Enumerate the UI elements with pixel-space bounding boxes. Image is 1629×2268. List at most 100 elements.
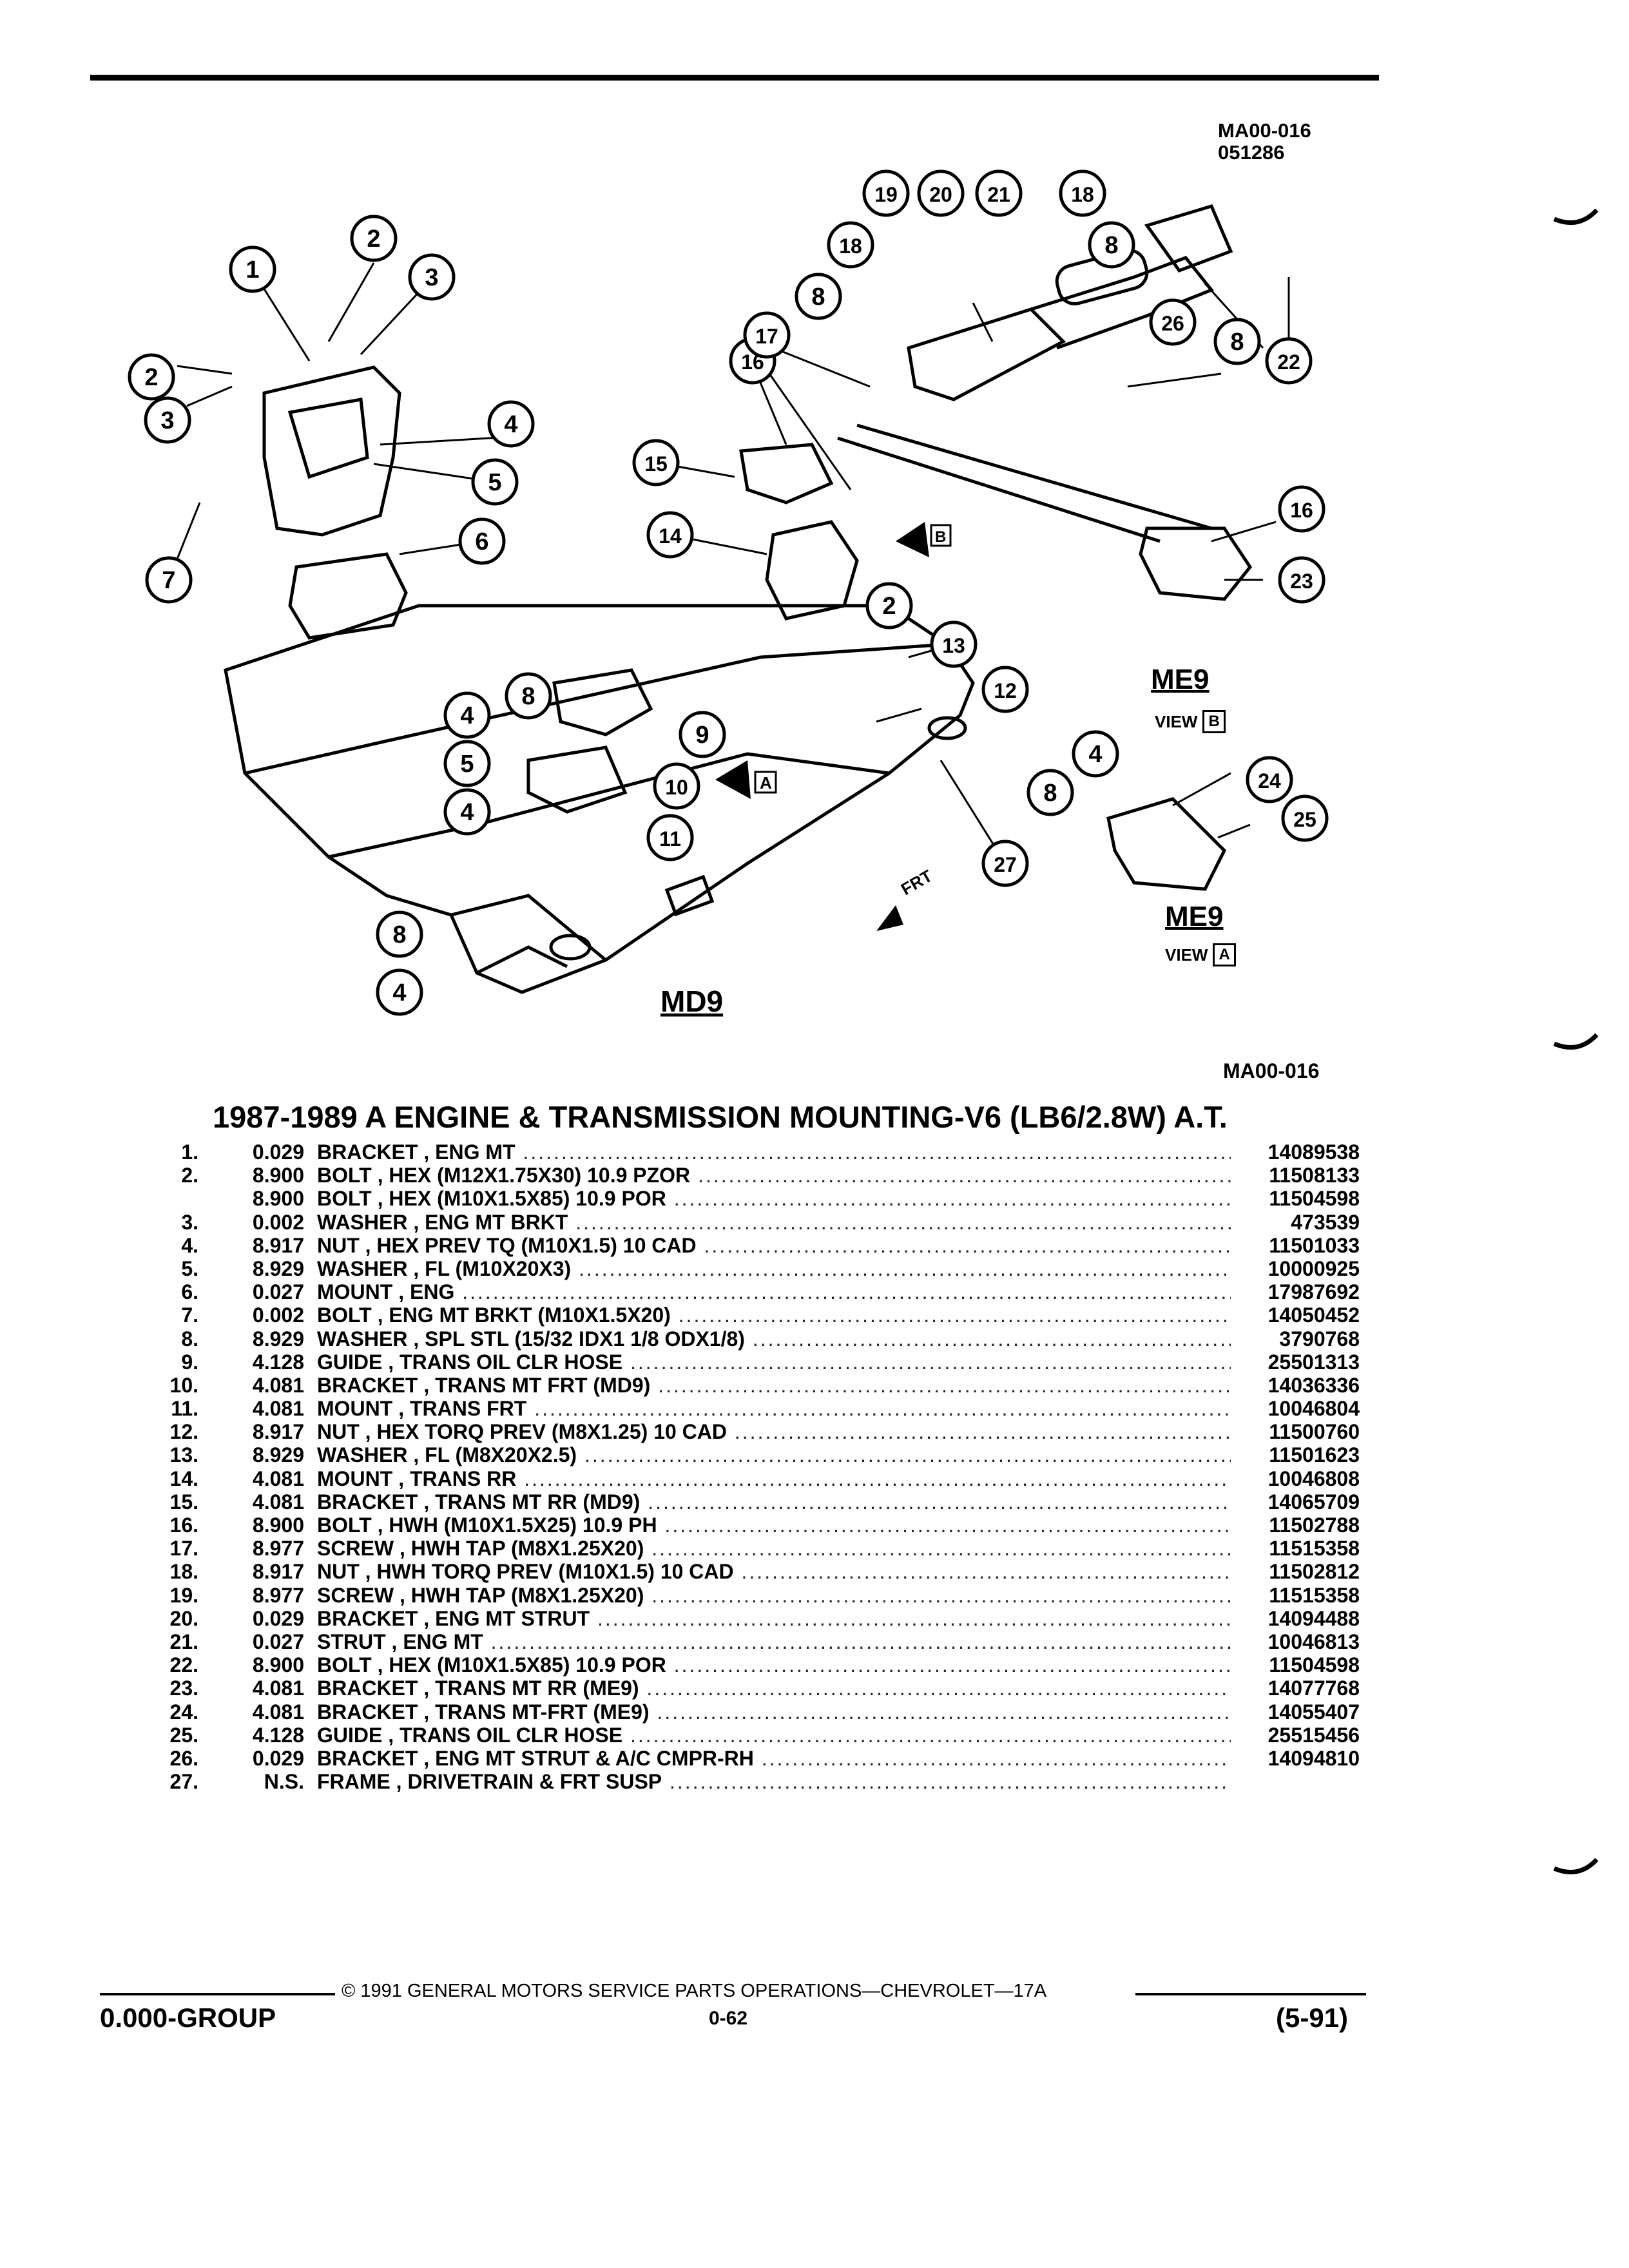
me9-view-b-label: ME9 (1151, 664, 1210, 695)
group-number: 8.917 (252, 1420, 304, 1444)
callout-18: 18 (1059, 169, 1106, 217)
view-b-marker: B (896, 522, 952, 557)
svg-text:A: A (760, 773, 772, 793)
part-description: GUIDE , TRANS OIL CLR HOSE (317, 1350, 1231, 1374)
item-number: 11. (171, 1397, 198, 1421)
callout-18: 18 (827, 221, 874, 269)
engine-mount (288, 552, 408, 640)
illustration-number: 051286 (1218, 141, 1285, 164)
svg-text:5: 5 (488, 469, 501, 496)
part-number: 14065709 (1268, 1490, 1360, 1514)
group-number: 0.027 (252, 1629, 304, 1653)
margin-mark (1553, 1858, 1598, 1875)
parts-row: 27.N.S.FRAME , DRIVETRAIN & FRT SUSP (161, 1770, 1360, 1793)
callout-10: 10 (653, 762, 700, 810)
group-number: 0.027 (252, 1280, 304, 1304)
callout-8: 8 (376, 910, 423, 958)
footer-group: 0.000-GROUP (100, 2003, 276, 2033)
part-description: WASHER , FL (M10X20X3) (317, 1257, 1231, 1281)
trans-front-mount (526, 745, 628, 814)
group-number: N.S. (264, 1770, 304, 1794)
part-number: 10000925 (1268, 1256, 1360, 1280)
callout-8: 8 (1088, 221, 1135, 269)
part-description: BRACKET , TRANS MT RR (ME9) (317, 1677, 1231, 1700)
svg-text:7: 7 (162, 567, 175, 594)
callout-4: 4 (376, 968, 423, 1016)
me9-view-a-label: ME9 (1165, 901, 1224, 932)
md9-label: MD9 (660, 985, 723, 1018)
group-number: 4.081 (252, 1373, 304, 1397)
svg-text:26: 26 (1161, 312, 1184, 335)
part-description: MOUNT , TRANS FRT (317, 1397, 1231, 1421)
top-rule (90, 75, 1379, 81)
svg-text:18: 18 (839, 235, 862, 258)
callout-16: 16 (1278, 485, 1325, 533)
part-description: WASHER , FL (M8X20X2.5) (317, 1443, 1231, 1467)
svg-text:6: 6 (475, 528, 488, 555)
part-number: 11508133 (1269, 1164, 1360, 1187)
callout-2: 2 (865, 582, 913, 629)
part-number: 17987692 (1268, 1280, 1360, 1304)
callout-27: 27 (981, 840, 1029, 887)
item-number: 8. (181, 1327, 198, 1350)
callout-17: 17 (743, 311, 791, 359)
item-number: 12. (169, 1420, 198, 1444)
item-number: 10. (169, 1373, 198, 1397)
group-number: 4.081 (252, 1490, 304, 1514)
part-number: 11504598 (1269, 1653, 1360, 1677)
svg-text:17: 17 (755, 325, 778, 348)
svg-text:8: 8 (811, 284, 825, 311)
group-number: 4.128 (252, 1350, 304, 1374)
svg-text:4: 4 (504, 411, 517, 438)
svg-text:21: 21 (987, 183, 1010, 206)
svg-text:2: 2 (882, 593, 896, 620)
group-number: 4.128 (252, 1723, 304, 1747)
frt-label: FRT (898, 866, 936, 899)
footer-rule-left (100, 1993, 335, 1995)
svg-text:12: 12 (994, 679, 1017, 702)
part-number: 473539 (1291, 1210, 1360, 1234)
callout-21: 21 (975, 169, 1023, 217)
group-number: 0.029 (252, 1746, 304, 1770)
illustration-code-block: MA00-016 051286 (1218, 120, 1311, 164)
item-number: 23. (169, 1677, 198, 1700)
footer-date: (5-91) (1276, 2003, 1349, 2033)
item-number: 3. (181, 1210, 198, 1234)
callout-26: 26 (1149, 298, 1197, 346)
group-number: 4.081 (252, 1397, 304, 1421)
part-description: BRACKET , TRANS MT-FRT (ME9) (317, 1700, 1231, 1724)
part-description: SCREW , HWH TAP (M8X1.25X20) (317, 1537, 1231, 1561)
callout-8: 8 (1027, 769, 1074, 816)
callout-4: 4 (1072, 730, 1119, 778)
view-a-marker: A (715, 760, 777, 799)
callout-14: 14 (646, 511, 694, 559)
part-number: 3790768 (1279, 1327, 1360, 1350)
group-number: 8.929 (252, 1443, 304, 1467)
svg-text:19: 19 (874, 183, 898, 206)
callout-3: 3 (408, 253, 456, 301)
part-description: NUT , HWH TORQ PREV (M10X1.5) 10 CAD (317, 1560, 1231, 1584)
callout-20: 20 (917, 169, 965, 217)
part-description: SCREW , HWH TAP (M8X1.25X20) (317, 1584, 1231, 1608)
svg-text:2: 2 (144, 364, 158, 391)
callout-8: 8 (1213, 318, 1261, 365)
part-description: GUIDE , TRANS OIL CLR HOSE (317, 1724, 1231, 1747)
group-number: 8.900 (252, 1187, 304, 1211)
part-number: 10046808 (1268, 1466, 1360, 1490)
